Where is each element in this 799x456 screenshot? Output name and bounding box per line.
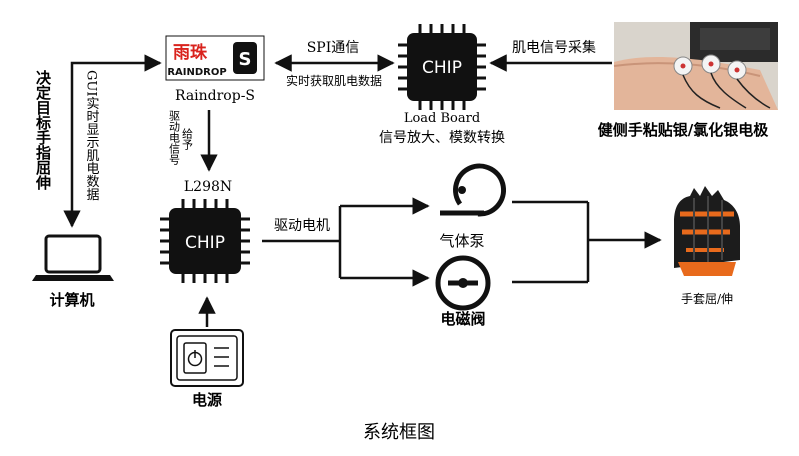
air-pump-icon — [440, 163, 506, 217]
drive-signal-label-b: 给予 — [181, 128, 194, 150]
power-supply-icon — [170, 329, 244, 387]
computer-label: 计算机 — [49, 291, 94, 309]
gui-label: GUI实时显示肌电数据 — [84, 70, 100, 201]
laptop-icon — [32, 234, 114, 281]
raindrop-logo-en: RAINDROP — [167, 67, 226, 78]
drive-motor-label: 驱动电机 — [274, 218, 330, 234]
connectors — [63, 54, 662, 327]
drive-signal-label: 驱动电信号 — [168, 110, 181, 166]
pump-label: 气体泵 — [439, 232, 484, 250]
load-board-chip-icon: CHIP — [398, 24, 486, 110]
solenoid-valve-icon — [435, 255, 491, 311]
l298n-label: L298N — [184, 179, 232, 195]
glove-label: 手套屈/伸 — [681, 292, 733, 306]
diagram-caption: 系统框图 — [363, 422, 435, 443]
electrode-label: 健侧手粘贴银/氯化银电极 — [598, 121, 769, 139]
emg-electrode-photo — [613, 22, 778, 110]
raindrop-s-logo: 雨珠 RAINDROP S — [165, 35, 265, 81]
load-board-chip-text: CHIP — [422, 58, 462, 78]
load-board-desc: 信号放大、模数转换 — [379, 129, 505, 146]
l298n-chip-icon: CHIP — [160, 199, 250, 283]
load-board-label: Load Board — [404, 111, 480, 126]
valve-label: 电磁阀 — [440, 310, 485, 328]
raindrop-logo-badge: S — [239, 49, 252, 70]
realtime-label: 实时获取肌电数据 — [286, 73, 382, 88]
power-label: 电源 — [192, 391, 222, 409]
l298n-chip-text: CHIP — [185, 233, 225, 253]
raindrop-s-label: Raindrop-S — [175, 88, 255, 104]
emg-collect-label: 肌电信号采集 — [512, 39, 596, 56]
spi-label: SPI通信 — [307, 40, 360, 56]
robotic-glove-photo — [674, 186, 740, 276]
gui-link-arrow — [63, 54, 162, 228]
raindrop-logo-cn: 雨珠 — [173, 43, 208, 63]
decide-label: 决定目标手指屈伸 — [34, 69, 52, 191]
